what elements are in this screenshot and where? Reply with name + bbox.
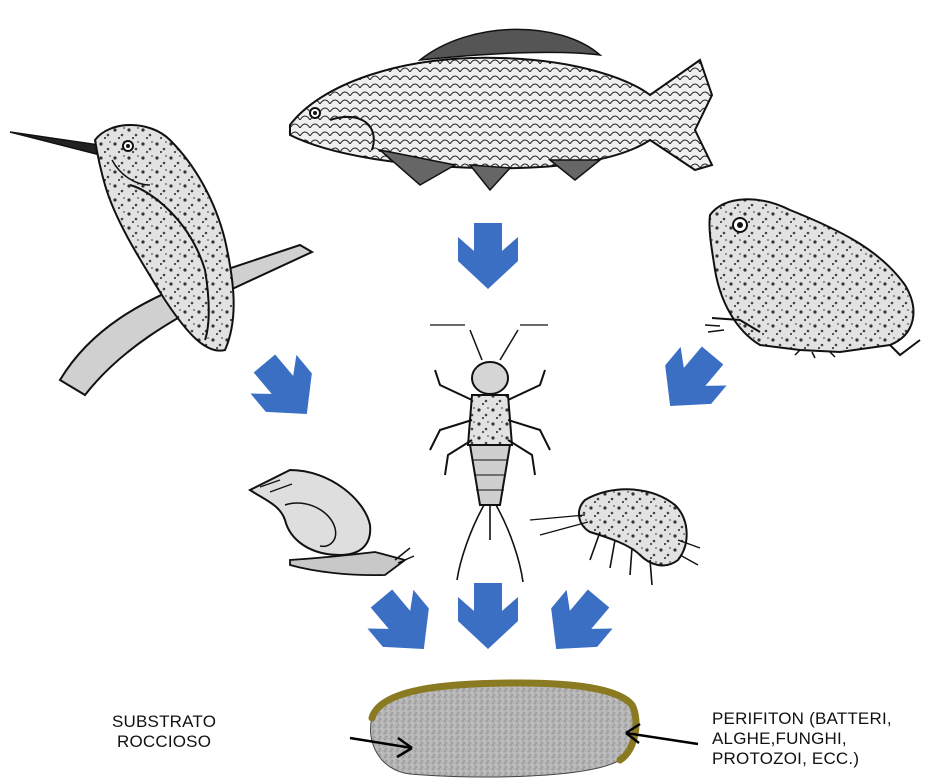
substrate-label-line-2: ROCCIOSO (112, 732, 216, 752)
substrate-label: SUBSTRATO ROCCIOSO (112, 712, 216, 752)
carp-fish-illustration (290, 29, 712, 190)
periphyton-pointer-arrow (626, 724, 698, 744)
periphyton-label: PERIFITON (BATTERI, ALGHE,FUNGHI, PROTOZ… (712, 709, 892, 769)
arrow-kingfisher-to-snail (241, 344, 329, 433)
periphyton-label-line-2: ALGHE,FUNGHI, (712, 729, 892, 749)
amphipod-illustration (530, 489, 700, 585)
arrow-larva-to-rock (458, 583, 518, 649)
kingfisher-bird-illustration (10, 125, 312, 395)
arrow-fish-to-larva (458, 223, 518, 289)
snail-illustration (250, 470, 414, 575)
periphyton-label-line-1: PERIFITON (BATTERI, (712, 709, 892, 729)
mayfly-larva-illustration (430, 325, 550, 582)
frog-illustration (705, 199, 920, 358)
rock-substrate (371, 683, 636, 777)
arrow-snail-to-rock (358, 579, 446, 668)
periphyton-label-line-3: PROTOZOI, ECC.) (712, 749, 892, 769)
arrow-amphipod-to-rock (533, 579, 621, 668)
substrate-label-line-1: SUBSTRATO (112, 712, 216, 732)
arrow-frog-to-amphipod (647, 336, 735, 425)
